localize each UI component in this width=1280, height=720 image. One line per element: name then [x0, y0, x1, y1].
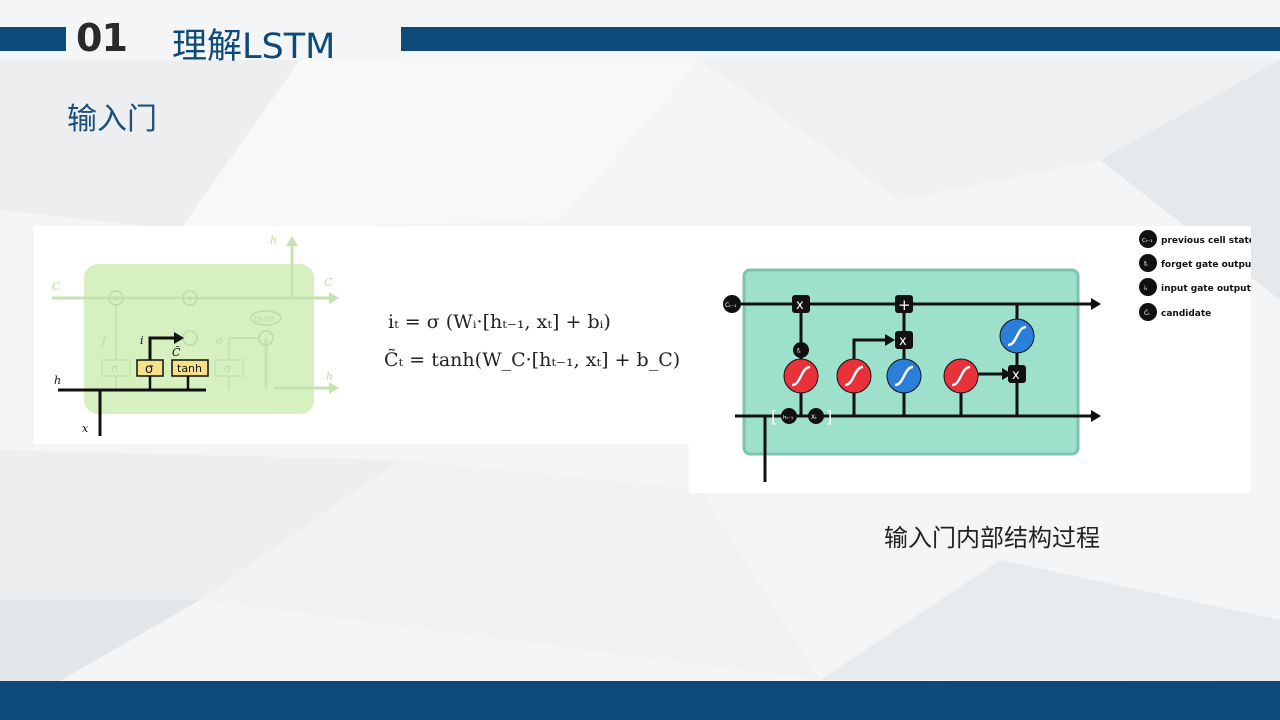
svg-text:×: ×: [112, 294, 120, 305]
svg-text:fₜ: fₜ: [797, 348, 801, 355]
svg-text:Cₜ₋₁: Cₜ₋₁: [1142, 238, 1153, 244]
svg-text:tanh: tanh: [177, 362, 202, 375]
section-number: 01: [76, 16, 128, 60]
svg-text:input gate output: input gate output: [1161, 284, 1251, 294]
svg-text:o: o: [216, 334, 223, 347]
input-multiply-icon: [895, 331, 913, 349]
svg-text:forget gate output: forget gate output: [1161, 260, 1251, 270]
forget-sigmoid-gate-icon: [783, 358, 819, 394]
add-icon: [895, 295, 913, 313]
lstm-input-gate-diagram: × + tanh σ σ σ tanh h C C f i C̃: [52, 234, 680, 436]
svg-text:Xₜ: Xₜ: [811, 414, 817, 421]
svg-text:h: h: [326, 370, 333, 383]
input-node: [808, 408, 824, 424]
svg-text:σ: σ: [224, 362, 231, 375]
output-multiply-icon: [1008, 365, 1026, 383]
svg-text:x: x: [1012, 368, 1020, 383]
header-bar-right: [401, 27, 1280, 51]
svg-text:σ: σ: [111, 362, 118, 375]
svg-text:x: x: [899, 334, 907, 349]
cell-tanh-icon: [999, 318, 1035, 354]
svg-text:h: h: [54, 374, 61, 387]
equation-input-gate: iₜ = σ (Wᵢ·[hₜ₋₁, xₜ] + bᵢ): [388, 311, 611, 333]
svg-text:candidate: candidate: [1161, 309, 1211, 319]
diagram-caption: 输入门内部结构过程: [884, 524, 1100, 552]
svg-text:x: x: [82, 422, 89, 435]
svg-text:C: C: [324, 276, 333, 289]
output-sigmoid-gate-icon: [943, 358, 979, 394]
candidate-tanh-box: [171, 359, 209, 377]
svg-text:x: x: [796, 298, 804, 313]
forget-multiply-icon: [792, 295, 810, 313]
svg-text:hₜ₋₁: hₜ₋₁: [783, 415, 793, 421]
svg-text:tanh: tanh: [254, 315, 274, 325]
section-subtitle: 输入门: [67, 102, 157, 137]
input-sigmoid-gate-icon: [836, 358, 872, 394]
add-icon: [182, 290, 198, 306]
svg-text:iₜ: iₜ: [1144, 285, 1148, 292]
legend: Cₜ₋₁ previous cell state fₜ forget gate …: [1139, 230, 1256, 321]
svg-text:f: f: [101, 334, 108, 347]
right-panel: Cₜ₋₁ x + x x fₜ: [689, 226, 1256, 493]
header-bar-left: [0, 27, 66, 51]
equation-candidate: C̃ₜ = tanh(W_C·[hₜ₋₁, xₜ] + b_C): [384, 349, 680, 371]
svg-text:+: +: [898, 296, 911, 314]
prev-cell-state-node: [723, 295, 741, 313]
input-gate-process-diagram: Cₜ₋₁ x + x x fₜ: [723, 230, 1256, 482]
left-panel: × + tanh σ σ σ tanh h C C f i C̃: [34, 226, 690, 444]
svg-text:σ: σ: [145, 362, 153, 377]
svg-text:C: C: [52, 280, 61, 293]
svg-text:i: i: [140, 334, 144, 347]
svg-text:+: +: [186, 294, 194, 305]
input-gate-sigma-box: [136, 359, 164, 377]
svg-text:C̃ₜ: C̃ₜ: [1144, 310, 1150, 317]
svg-text:Cₜ₋₁: Cₜ₋₁: [725, 302, 737, 309]
forget-output-node: [793, 342, 809, 358]
svg-text:C̃: C̃: [172, 346, 181, 359]
svg-text:previous cell state: previous cell state: [1161, 236, 1251, 246]
forget-multiply-icon: [108, 290, 124, 306]
svg-text:]: ]: [826, 407, 832, 426]
hidden-state-node: [781, 408, 797, 424]
svg-text:h: h: [270, 234, 277, 247]
footer-bar: [0, 681, 1280, 720]
svg-text:fₜ: fₜ: [1144, 261, 1148, 268]
page-title: 理解LSTM: [172, 27, 336, 67]
candidate-tanh-gate-icon: [886, 358, 922, 394]
svg-text:[: [: [771, 407, 777, 426]
